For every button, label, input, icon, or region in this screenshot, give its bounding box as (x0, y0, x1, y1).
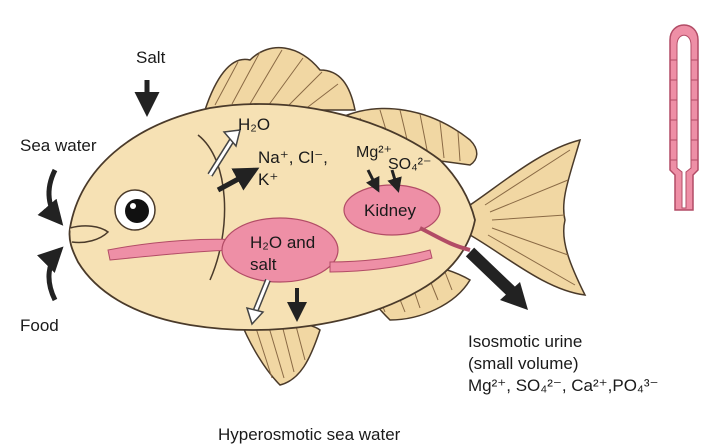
food-arrow (49, 250, 60, 300)
label-urine-line1: Isosmotic urine (468, 332, 582, 352)
label-h2o-out: H₂O (238, 115, 270, 135)
fish-eye (115, 190, 155, 230)
label-urine-ions: Mg²⁺, SO₄²⁻, Ca²⁺,PO₄³⁻ (468, 376, 659, 396)
label-so4-kidney: SO₄²⁻ (388, 155, 431, 175)
label-k-out: K⁺ (258, 170, 278, 190)
label-salt: Salt (136, 48, 165, 68)
label-mg-kidney: Mg²⁺ (356, 143, 392, 163)
kidney-tubule (670, 25, 698, 210)
sea-water-arrow (49, 170, 60, 222)
label-urine-line2: (small volume) (468, 354, 579, 374)
caption: Hyperosmotic sea water (218, 425, 400, 445)
dorsal-fin (205, 48, 355, 110)
label-kidney: Kidney (364, 201, 416, 221)
label-sea-water: Sea water (20, 136, 97, 156)
label-gut-line1: H₂O and (250, 233, 315, 253)
label-food: Food (20, 316, 59, 336)
label-gut-line2: salt (250, 255, 276, 275)
label-ions-out: Na⁺, Cl⁻, (258, 148, 328, 168)
